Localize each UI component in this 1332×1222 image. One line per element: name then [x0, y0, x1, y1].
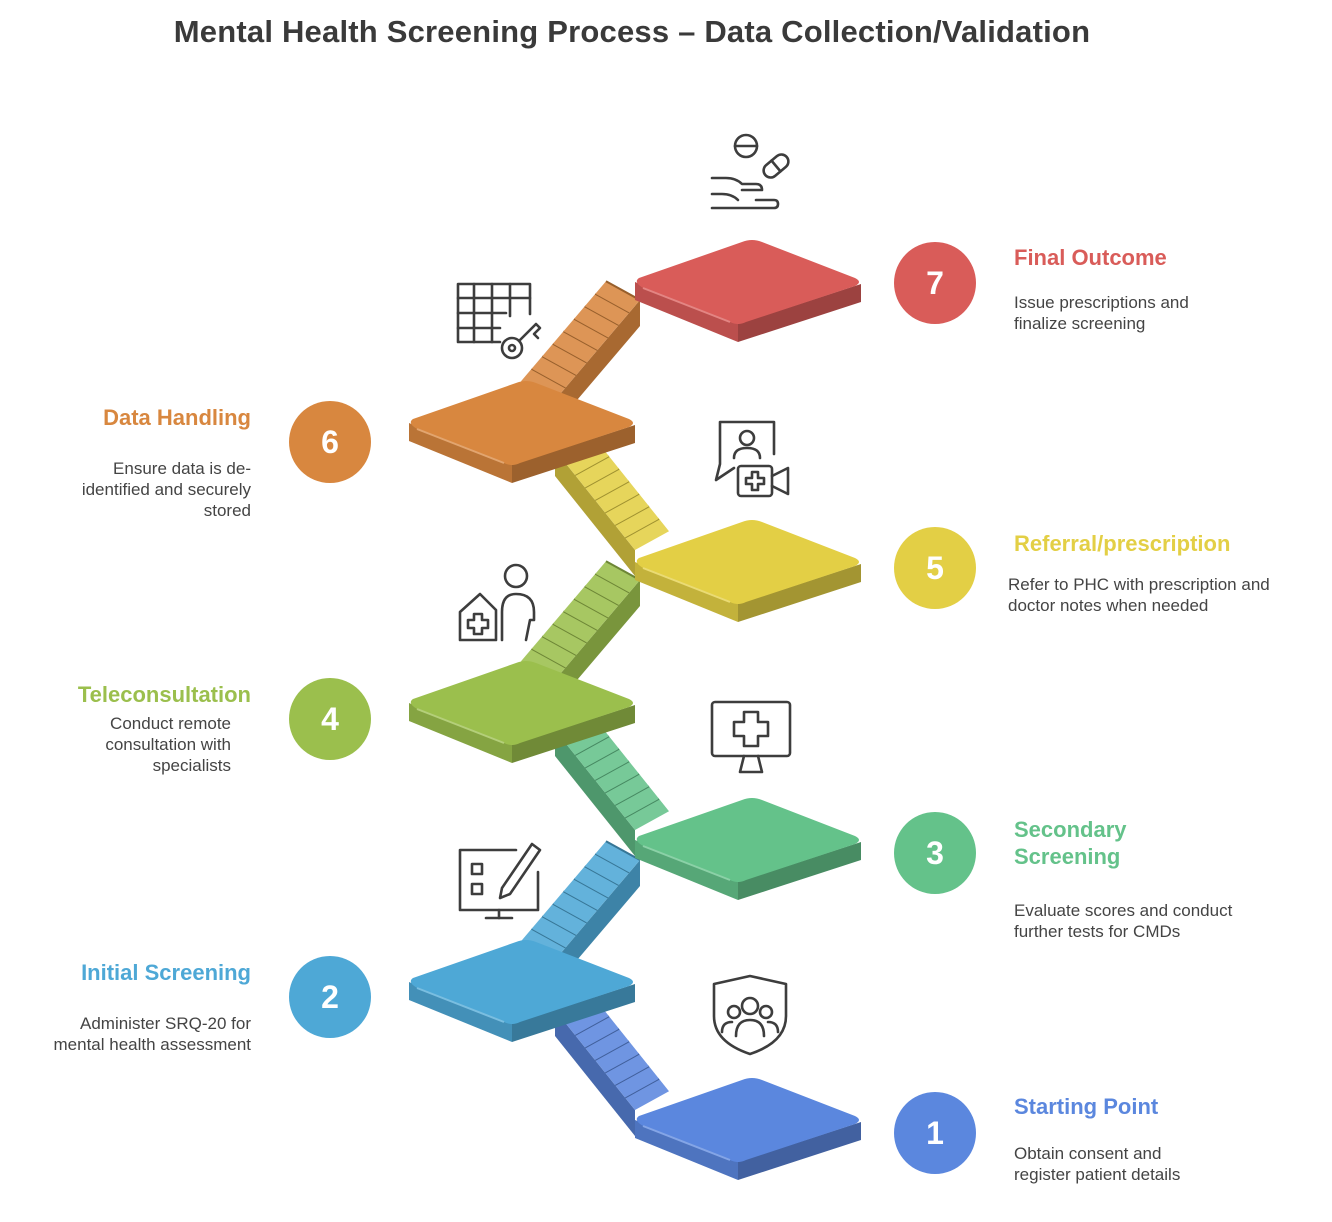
step-7-description: Issue prescriptions and finalize screeni… [1014, 293, 1189, 333]
step-1-description: Obtain consent and register patient deta… [1014, 1144, 1181, 1184]
step-1-badge: 1 [894, 1092, 976, 1174]
page-title: Mental Health Screening Process – Data C… [173, 14, 1091, 49]
step-3-title: Secondary Screening [1014, 817, 1127, 869]
platform-step-7 [635, 240, 861, 342]
step-4-description: Conduct remote consultation with special… [105, 714, 231, 775]
step-7-title: Final Outcome [1014, 245, 1167, 270]
step-6-title: Data Handling [103, 405, 251, 430]
step-1-title: Starting Point [1014, 1094, 1159, 1119]
platform-step-4 [409, 661, 635, 763]
step-3-description: Evaluate scores and conduct further test… [1014, 901, 1233, 941]
step-6-description: Ensure data is de-identified and securel… [81, 459, 251, 520]
hand-pills-icon [710, 133, 790, 210]
stair-flight-4 [521, 560, 641, 706]
table-key-icon [456, 282, 542, 360]
step-2-description: Administer SRQ-20 for mental health asse… [53, 1014, 252, 1054]
step-3-badge: 3 [894, 812, 976, 894]
group-shield-icon [712, 974, 788, 1056]
step-4-title: Teleconsultation [77, 682, 251, 707]
step-7-badge: 7 [894, 242, 976, 324]
platform-step-3 [635, 798, 861, 900]
stair-flight-5 [554, 430, 669, 576]
step-5-description: Refer to PHC with prescription and docto… [1008, 575, 1270, 615]
platform-step-5 [635, 520, 861, 622]
platform-step-1 [635, 1078, 861, 1180]
stair-flight-6 [521, 280, 641, 426]
platform-step-2 [409, 940, 635, 1042]
platform-step-6 [409, 381, 635, 483]
step-2-title: Initial Screening [81, 960, 251, 985]
doctor-video-icon [714, 420, 790, 498]
step-2-badge: 2 [289, 956, 371, 1038]
step-6-badge: 6 [289, 401, 371, 483]
step-5-title: Referral/prescription [1014, 531, 1231, 556]
step-4-badge: 4 [289, 678, 371, 760]
step-5-badge: 5 [894, 527, 976, 609]
clinic-person-icon [458, 563, 536, 642]
medical-monitor-icon [710, 700, 792, 774]
checklist-pen-monitor-icon [458, 842, 542, 920]
